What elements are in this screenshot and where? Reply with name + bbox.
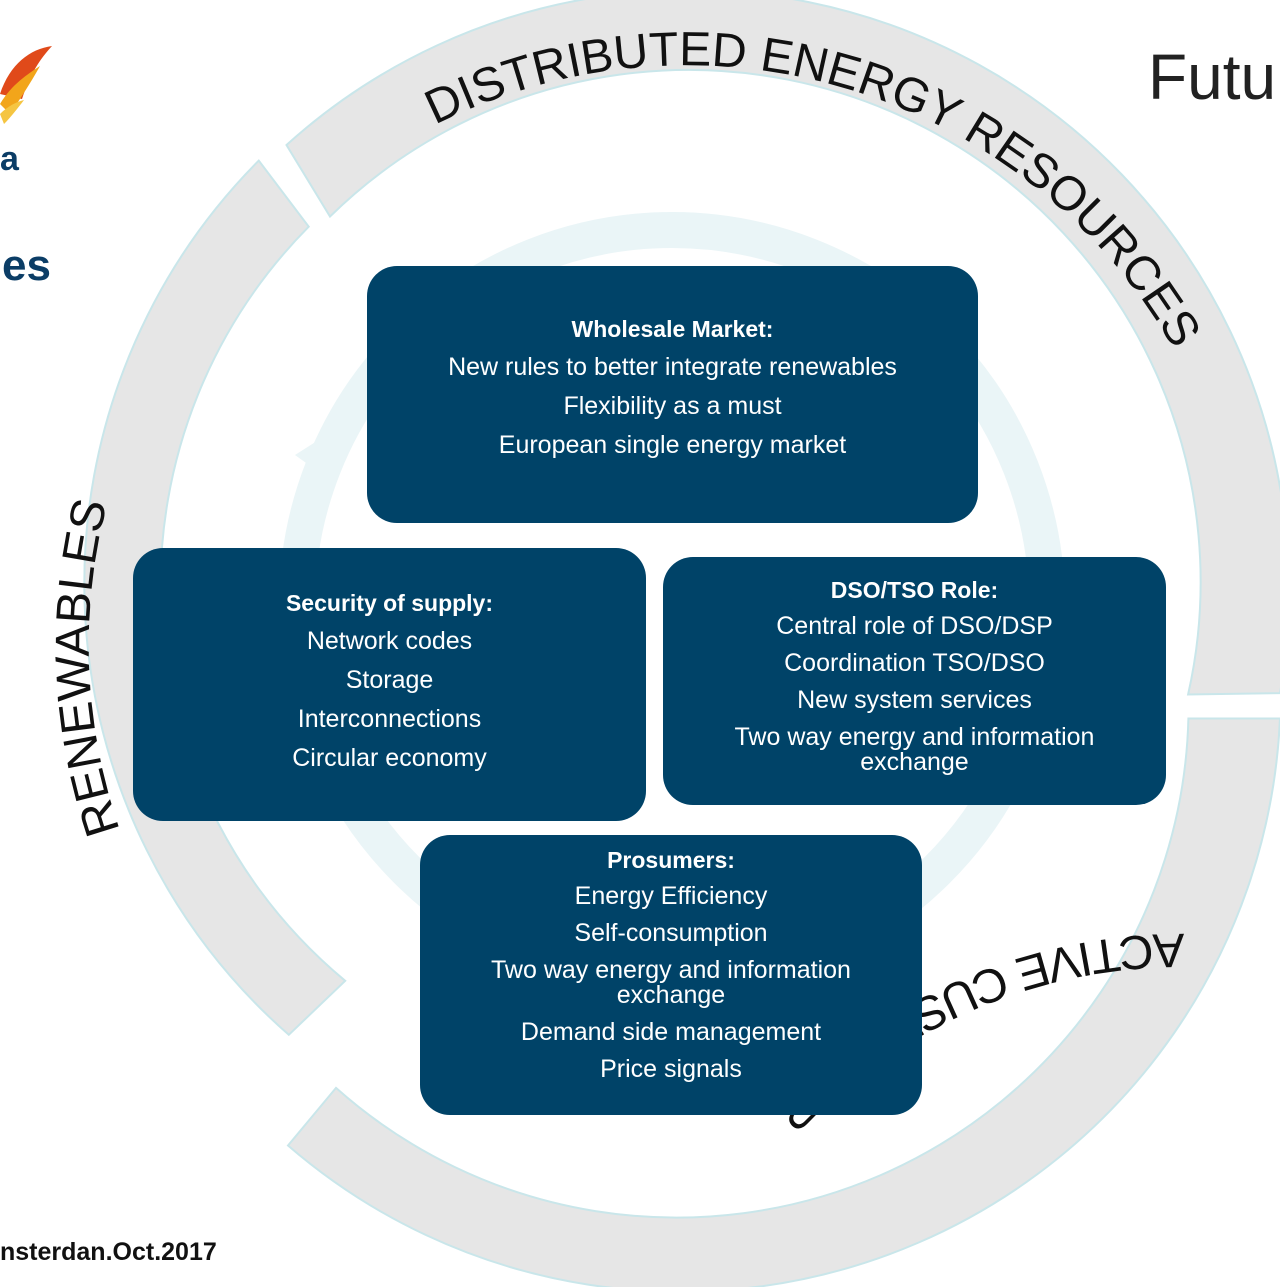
card-title: Wholesale Market: bbox=[571, 316, 774, 342]
card-item: Interconnections bbox=[297, 705, 482, 733]
card-prosumers: Prosumers: Energy Efficiency Self-consum… bbox=[420, 835, 922, 1115]
ring-segment-distributed-energy-resources bbox=[285, 0, 1280, 696]
card-dso-tso-role: DSO/TSO Role: Central role of DSO/DSP Co… bbox=[663, 557, 1166, 805]
card-item: Energy Efficiency bbox=[574, 882, 768, 910]
card-item: Self-consumption bbox=[574, 919, 768, 947]
company-logo bbox=[0, 46, 52, 124]
ring-segment-active-customer bbox=[286, 717, 1280, 1287]
card-title: Prosumers: bbox=[607, 847, 735, 873]
card-wholesale-market: Wholesale Market: New rules to better in… bbox=[367, 266, 978, 523]
card-item: Demand side management bbox=[520, 1018, 822, 1046]
card-title: Security of supply: bbox=[285, 590, 494, 616]
card-item: Price signals bbox=[600, 1055, 742, 1083]
card-item: Network codes bbox=[306, 627, 473, 655]
logo-text-fragment: a bbox=[0, 140, 19, 178]
card-item: New rules to better integrate renewables bbox=[448, 353, 897, 381]
subtitle-fragment: es bbox=[2, 241, 51, 290]
card-security-of-supply: Security of supply: Network codes Storag… bbox=[133, 548, 646, 821]
card-item: Two way energy and information exchange bbox=[491, 956, 851, 1009]
card-item: Coordination TSO/DSO bbox=[784, 649, 1045, 677]
card-item: Two way energy and information exchange bbox=[734, 723, 1095, 776]
card-title: DSO/TSO Role: bbox=[830, 577, 999, 603]
card-item: Storage bbox=[345, 666, 434, 694]
card-item: European single energy market bbox=[498, 431, 847, 459]
card-item: Flexibility as a must bbox=[563, 392, 782, 420]
footer-fragment: nsterdan.Oct.2017 bbox=[0, 1238, 217, 1266]
card-item: Circular economy bbox=[292, 744, 487, 772]
card-item: Central role of DSO/DSP bbox=[776, 612, 1053, 640]
slide-title-fragment: Futu bbox=[1148, 41, 1277, 113]
card-item: New system services bbox=[797, 686, 1032, 714]
